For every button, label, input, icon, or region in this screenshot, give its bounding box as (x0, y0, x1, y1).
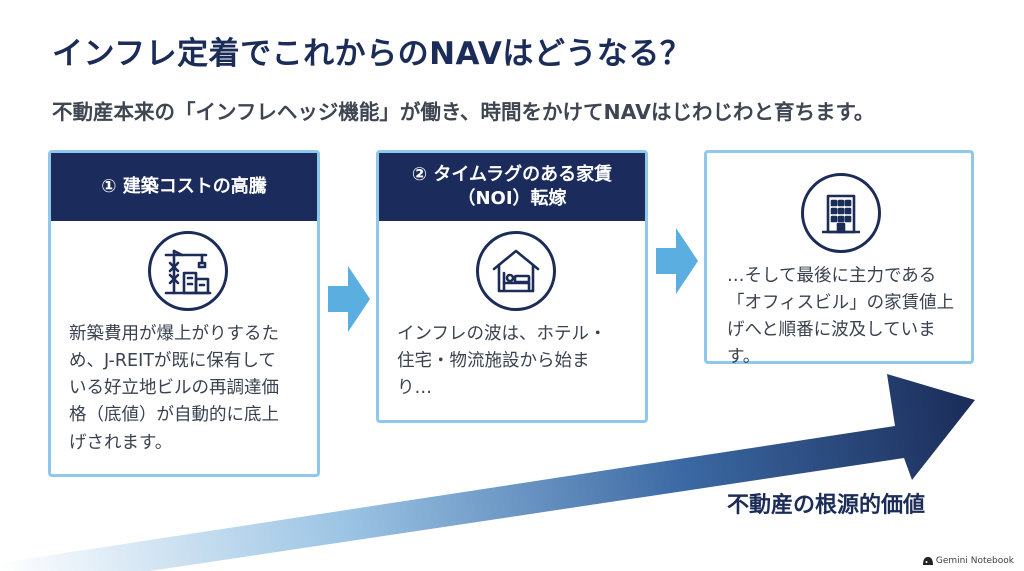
construction-crane-building-icon (148, 231, 228, 311)
credit-text: Gemini Notebook (935, 556, 1014, 566)
card-text-rent-pass-through: インフレの波は、ホテル・ 住宅・物流施設から始ま り… (397, 324, 607, 399)
card-header-construction-cost: ① 建築コストの高騰 (51, 153, 317, 221)
notebook-logo-icon (922, 557, 933, 565)
step-arrow-2 (656, 228, 698, 294)
card-construction-cost: ① 建築コストの高騰 新築費用が爆上がりするた め、J-REITが既に保有して … (48, 150, 320, 477)
card-rent-pass-through: ② タイムラグのある家賃 （NOI）転嫁 インフレの波は、ホテル・ 住宅・物流施… (376, 150, 648, 423)
value-arrow-label: 不動産の根源的価値 (727, 493, 926, 518)
office-building-icon (801, 173, 881, 253)
card-text-construction-cost: 新築費用が爆上がりするた め、J-REITが既に保有して いる好立地ビルの再調達… (69, 324, 279, 453)
card-header-rent-pass-through: ② タイムラグのある家賃 （NOI）転嫁 (379, 153, 645, 221)
house-bed-icon (476, 231, 556, 311)
slide-title: インフレ定着でこれからのNAVはどうなる？ (52, 36, 692, 72)
card-office-rent: …そして最後に主力である 「オフィスビル」の家賃値上 げへと順番に波及しています… (704, 150, 974, 367)
step-arrow-1 (328, 266, 370, 332)
credit: Gemini Notebook (922, 556, 1014, 566)
slide-subtitle: 不動産本来の「インフレヘッジ機能」が働き、時間をかけてNAVはじわじわと育ちます… (52, 100, 875, 124)
card-text-office-rent: …そして最後に主力である 「オフィスビル」の家賃値上 げへと順番に波及しています… (727, 266, 955, 368)
